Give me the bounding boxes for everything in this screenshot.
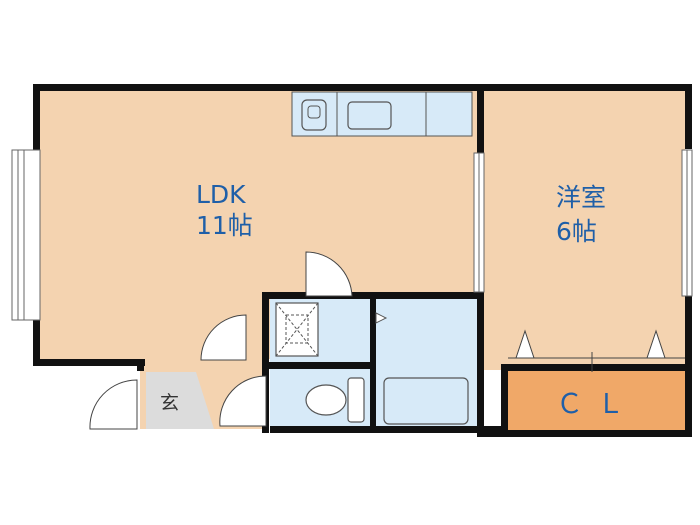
ldk-to-washroom-door: [305, 251, 353, 297]
entrance-floor: [146, 372, 214, 429]
right-window: [681, 149, 693, 297]
kitchen-sink: [347, 101, 392, 130]
western-room-floor: [484, 90, 685, 370]
closet-label: ＣＬ: [556, 389, 638, 420]
entrance-front-door: [89, 379, 138, 430]
western-room-size: 6帖: [556, 217, 597, 246]
western-room-label: 洋室: [556, 183, 606, 212]
closet-floor: [508, 370, 685, 430]
entrance-label: 玄: [160, 392, 179, 414]
ldk-size: 11帖: [196, 211, 253, 240]
toilet: [305, 377, 365, 423]
washroom-wall-marker: [375, 312, 388, 324]
toilet-door: [219, 375, 267, 427]
ldk-label: LDK: [196, 180, 246, 209]
bathtub: [383, 377, 469, 425]
left-window: [11, 149, 41, 321]
entrance-inner-door: [200, 314, 247, 361]
stove: [301, 99, 327, 131]
closet-doors: [508, 329, 685, 372]
room-divider-slider: [473, 152, 485, 293]
